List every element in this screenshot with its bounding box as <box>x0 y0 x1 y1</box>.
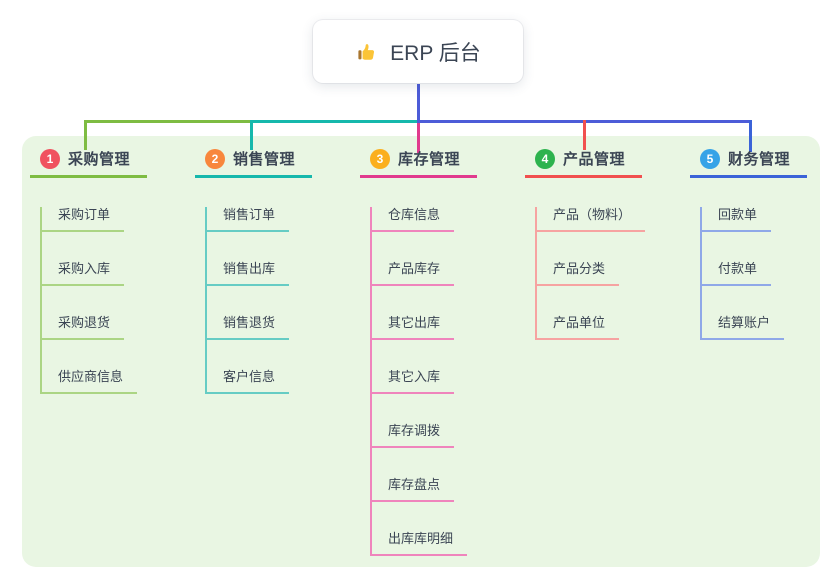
root-node-label: ERP 后台 <box>390 41 481 65</box>
branch-product: 4 产品管理 产品（物料） 产品分类 产品单位 <box>525 148 646 340</box>
child-node[interactable]: 客户信息 <box>207 369 290 394</box>
branch-label: 库存管理 <box>398 151 461 168</box>
connector-horizontal-sales <box>250 120 419 123</box>
branch-children: 产品（物料） 产品分类 产品单位 <box>535 207 646 340</box>
child-node[interactable]: 销售出库 <box>207 261 290 286</box>
child-node[interactable]: 回款单 <box>702 207 772 232</box>
branch-number-badge: 5 <box>700 148 720 169</box>
branch-node-sales[interactable]: 2 销售管理 <box>195 148 312 178</box>
child-node[interactable]: 付款单 <box>702 261 772 286</box>
connector-drop-purchase <box>84 120 87 150</box>
child-node[interactable]: 采购入库 <box>42 261 125 286</box>
child-node[interactable]: 销售订单 <box>207 207 290 232</box>
child-node[interactable]: 其它出库 <box>372 315 455 340</box>
branch-number-badge: 4 <box>535 148 555 169</box>
branch-inventory: 3 库存管理 仓库信息 产品库存 其它出库 其它入库 库存调拨 库存盘点 出库库… <box>360 148 477 556</box>
child-node[interactable]: 采购退货 <box>42 315 125 340</box>
branch-purchase: 1 采购管理 采购订单 采购入库 采购退货 供应商信息 <box>30 148 147 394</box>
branch-number-badge: 3 <box>370 148 390 169</box>
child-node[interactable]: 产品（物料） <box>537 207 646 232</box>
branch-children: 回款单 付款单 结算账户 <box>700 207 807 340</box>
child-node[interactable]: 结算账户 <box>702 315 785 340</box>
branch-node-inventory[interactable]: 3 库存管理 <box>360 148 477 178</box>
connector-drop-finance <box>749 120 752 152</box>
branch-number-badge: 2 <box>205 148 225 169</box>
thumbs-up-icon <box>358 43 375 60</box>
child-node[interactable]: 产品单位 <box>537 315 620 340</box>
child-node[interactable]: 供应商信息 <box>42 369 138 394</box>
branch-number-badge: 1 <box>40 148 60 169</box>
child-node[interactable]: 库存调拨 <box>372 423 455 448</box>
child-node[interactable]: 其它入库 <box>372 369 455 394</box>
branch-sales: 2 销售管理 销售订单 销售出库 销售退货 客户信息 <box>195 148 312 394</box>
connector-drop-product <box>583 120 586 150</box>
branch-node-product[interactable]: 4 产品管理 <box>525 148 642 178</box>
child-node[interactable]: 仓库信息 <box>372 207 455 232</box>
branch-label: 产品管理 <box>563 151 626 168</box>
child-node[interactable]: 出库库明细 <box>372 531 468 556</box>
root-node[interactable]: ERP 后台 <box>313 20 523 83</box>
branch-finance: 5 财务管理 回款单 付款单 结算账户 <box>690 148 807 340</box>
child-node[interactable]: 库存盘点 <box>372 477 455 502</box>
branch-children: 仓库信息 产品库存 其它出库 其它入库 库存调拨 库存盘点 出库库明细 <box>370 207 477 556</box>
connector-drop-inventory <box>417 123 420 153</box>
mindmap-panel <box>22 136 820 567</box>
connector-root-vertical <box>417 83 420 121</box>
connector-horizontal-purchase <box>84 120 252 123</box>
child-node[interactable]: 销售退货 <box>207 315 290 340</box>
branch-label: 财务管理 <box>728 151 791 168</box>
branch-label: 销售管理 <box>233 151 296 168</box>
branch-node-finance[interactable]: 5 财务管理 <box>690 148 807 178</box>
child-node[interactable]: 产品分类 <box>537 261 620 286</box>
branch-node-purchase[interactable]: 1 采购管理 <box>30 148 147 178</box>
branch-children: 销售订单 销售出库 销售退货 客户信息 <box>205 207 312 394</box>
child-node[interactable]: 采购订单 <box>42 207 125 232</box>
child-node[interactable]: 产品库存 <box>372 261 455 286</box>
branch-label: 采购管理 <box>68 151 131 168</box>
connector-drop-sales <box>250 120 253 150</box>
branch-children: 采购订单 采购入库 采购退货 供应商信息 <box>40 207 147 394</box>
